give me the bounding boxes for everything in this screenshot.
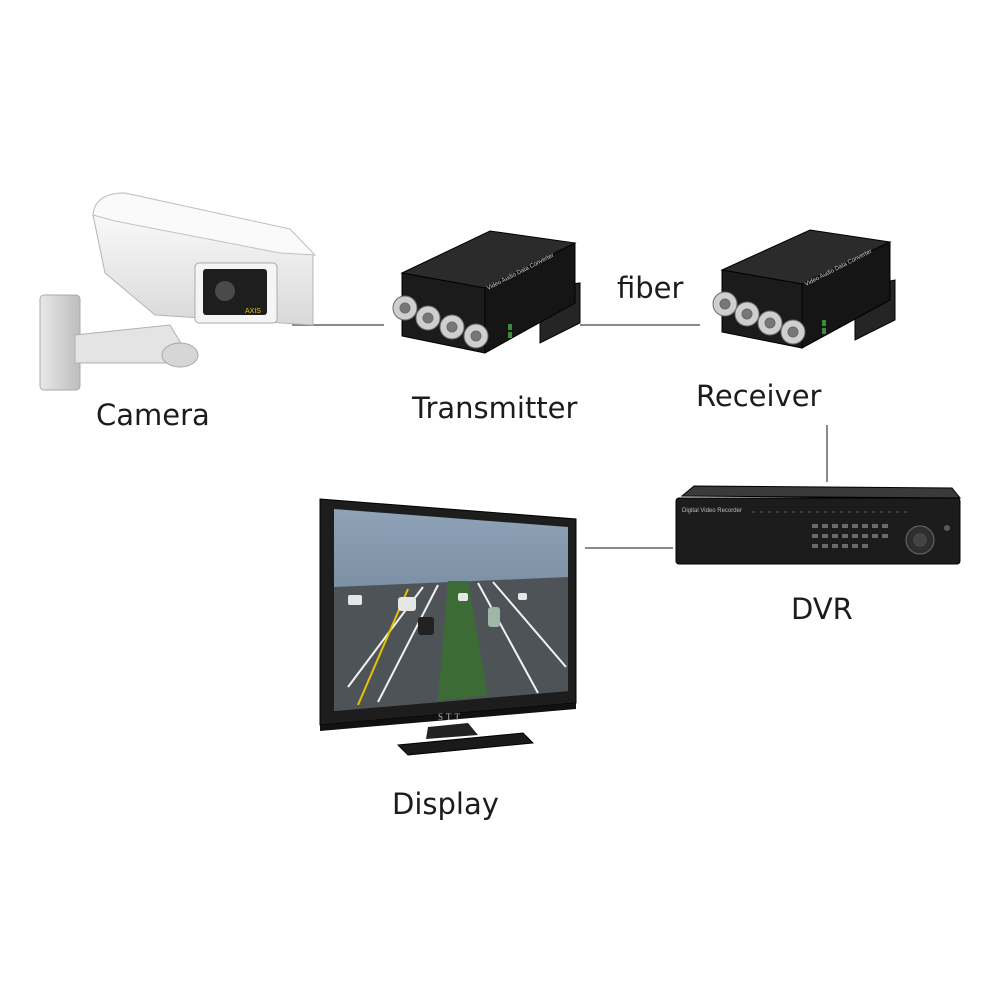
receiver-dvr-link [826,425,828,482]
transmitter-image: Video Audio Data Converter [392,230,581,354]
dvr-display-link [585,547,673,549]
dvr-panel-text: Digital Video Recorder [682,508,742,514]
dvr-label: DVR [791,592,853,626]
camera-image: AXIS [39,192,317,391]
dvr-image: Digital Video Recorder [675,485,962,565]
camera-transmitter-link [292,324,384,326]
monitor-brand-logo: STT [438,712,463,722]
receiver-image: Video Audio Data Converter [712,229,896,349]
camera-label: Camera [96,398,210,432]
transmitter-label: Transmitter [412,391,578,425]
display-image: STT [319,498,577,756]
camera-brand-logo: AXIS [245,308,261,315]
display-label: Display [392,787,499,821]
fiber-link [580,324,700,326]
receiver-label: Receiver [696,379,822,413]
fiber-label: fiber [617,271,684,305]
